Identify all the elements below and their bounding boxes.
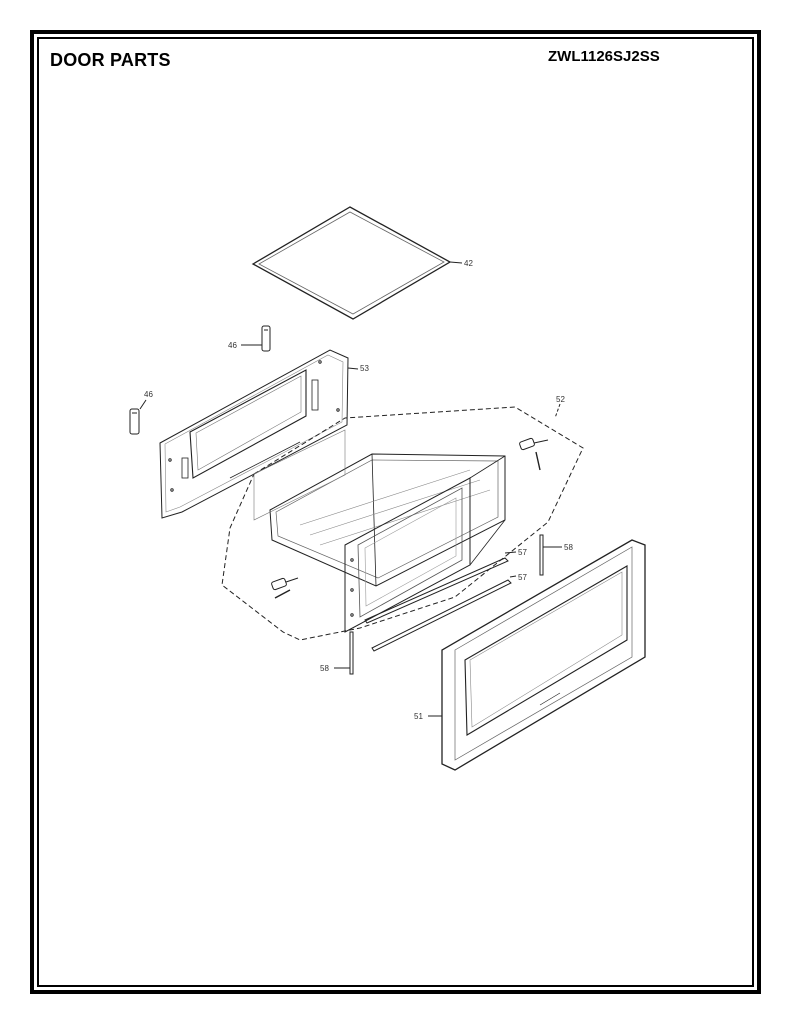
part-58-strip-left (334, 631, 354, 675)
callout-58-left: 58 (320, 664, 329, 673)
page-border-outer (30, 30, 761, 994)
callout-57-lower: 57 (518, 573, 527, 582)
callout-labels: 42 46 46 53 52 57 57 58 58 51 (144, 259, 573, 721)
part-57-strip-lower (371, 575, 517, 652)
callout-42: 42 (464, 259, 473, 268)
page-border-inner (37, 37, 754, 987)
hinge-left (271, 577, 299, 599)
page-title: DOOR PARTS (50, 50, 171, 70)
callout-51: 51 (414, 712, 423, 721)
part-46-clip-upper (241, 325, 271, 352)
callout-57-upper: 57 (518, 548, 527, 557)
callout-58-right: 58 (564, 543, 573, 552)
part-52-assembly-outline (221, 403, 584, 641)
callout-46-lower: 46 (144, 390, 153, 399)
callout-53: 53 (360, 364, 369, 373)
door-inner-box (253, 429, 506, 633)
part-57-strip-upper (364, 551, 517, 624)
part-58-strip-right (539, 534, 562, 576)
model-number: ZWL1126SJ2SS (548, 48, 660, 65)
part-46-clip-lower (129, 399, 147, 435)
callout-46-upper: 46 (228, 341, 237, 350)
callout-52: 52 (556, 395, 565, 404)
part-51-outer-door-frame (428, 539, 646, 771)
part-42-glass-panel (251, 206, 463, 320)
part-53-inner-door-panel (159, 349, 359, 519)
hinge-right (519, 437, 549, 471)
